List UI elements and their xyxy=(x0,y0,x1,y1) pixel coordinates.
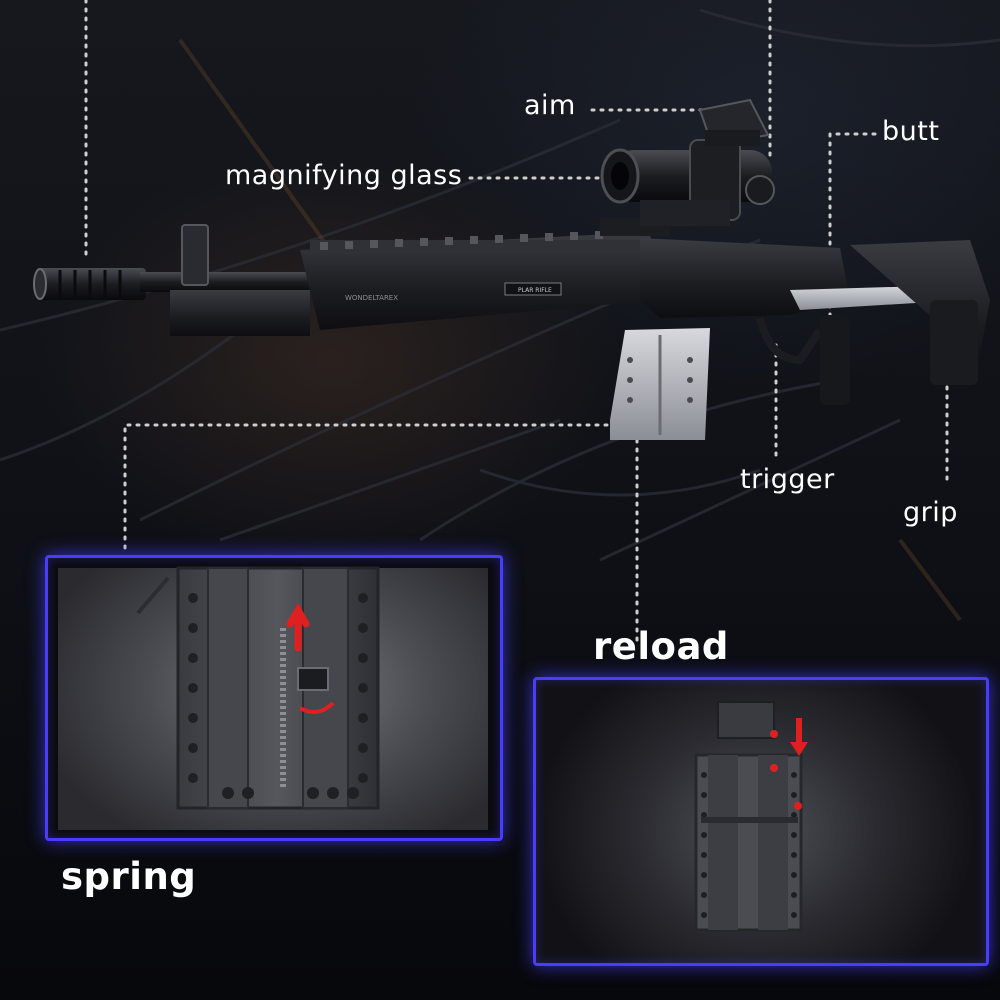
label-reload: reload xyxy=(593,625,729,668)
label-magnifying-glass: magnifying glass xyxy=(225,160,463,191)
label-aim: aim xyxy=(524,90,576,121)
trigger-guard xyxy=(756,315,850,405)
rifle-badge-text: PLAR RIFLE xyxy=(518,287,552,294)
reload-magazine-image xyxy=(694,701,808,932)
spring-up-arrow-icon xyxy=(286,602,310,652)
label-trigger: trigger xyxy=(740,464,835,495)
handguard: WONDELTAREX PLAR RIFLE xyxy=(300,231,660,330)
scope xyxy=(600,139,775,226)
red-dot-sight xyxy=(698,98,770,147)
spring-mechanism-image xyxy=(136,566,380,810)
rifle-badge xyxy=(504,282,562,296)
stock xyxy=(790,240,990,385)
spring-rotate-arrow-icon xyxy=(299,701,335,714)
label-butt: butt xyxy=(882,116,940,147)
front-sight xyxy=(170,224,310,336)
spring-detail-panel xyxy=(45,555,503,841)
label-grip: grip xyxy=(903,497,958,528)
magazine xyxy=(610,328,710,440)
rifle-side-text: WONDELTAREX xyxy=(345,294,398,302)
reload-down-arrow-icon xyxy=(790,718,808,756)
label-spring: spring xyxy=(61,855,197,898)
reload-ammo-block xyxy=(717,701,775,739)
reload-detail-panel xyxy=(533,677,989,966)
